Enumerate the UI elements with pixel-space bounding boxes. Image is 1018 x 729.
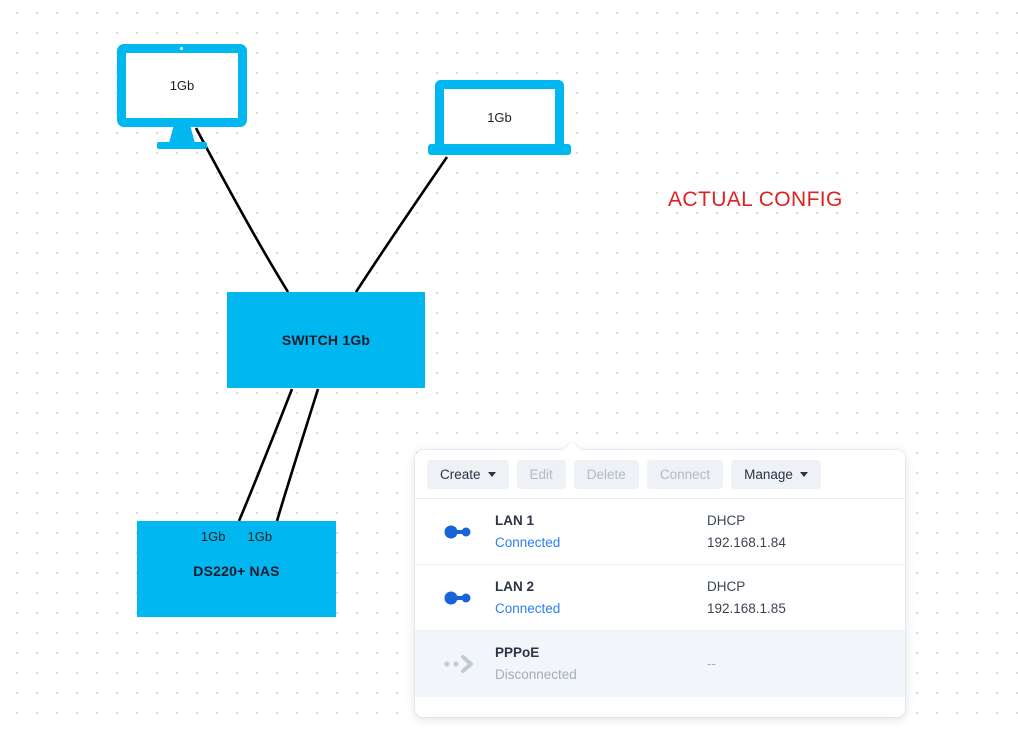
nas-port2-speed-label: 1Gb xyxy=(247,529,273,544)
panel-toolbar: Create Edit Delete Connect Manage xyxy=(415,450,905,499)
table-row[interactable]: LAN 1 Connected DHCP 192.168.1.84 xyxy=(415,499,905,566)
link-switch-to-nas-port2 xyxy=(275,388,320,522)
laptop-speed-label: 1Gb xyxy=(487,110,512,125)
chevron-down-icon xyxy=(487,472,496,477)
interface-name: LAN 1 xyxy=(495,513,535,528)
link-switch-to-nas-port1 xyxy=(237,388,294,522)
nas-port1-speed-label: 1Gb xyxy=(200,529,226,544)
laptop-base xyxy=(428,144,571,155)
table-row[interactable]: PPPoE Disconnected -- xyxy=(415,631,905,697)
interface-name: LAN 2 xyxy=(495,579,535,595)
node-nas[interactable]: 1Gb 1Gb DS220+ NAS xyxy=(137,521,336,617)
link-desktop-to-switch xyxy=(194,127,290,293)
nas-label: DS220+ NAS xyxy=(193,563,280,579)
delete-button[interactable]: Delete xyxy=(573,460,639,489)
interface-address-info: -- xyxy=(707,653,887,675)
interface-status: Disconnected xyxy=(495,666,577,682)
node-switch[interactable]: SWITCH 1Gb xyxy=(227,292,425,388)
interface-status[interactable]: Connected xyxy=(495,534,561,550)
panel-caret-pointer xyxy=(563,441,581,450)
monitor-stand-base xyxy=(157,142,207,149)
annotation-actual-config: ACTUAL CONFIG xyxy=(668,188,843,211)
link-disconnected-icon xyxy=(433,654,495,673)
interface-info: PPPoE Disconnected xyxy=(495,642,707,685)
interface-info: LAN 1 Connected xyxy=(495,510,707,553)
table-row[interactable]: LAN 2 Connected DHCP 192.168.1.85 xyxy=(415,565,905,632)
interface-mode: DHCP xyxy=(707,513,746,528)
connect-button[interactable]: Connect xyxy=(646,460,724,489)
interface-address-info: DHCP 192.168.1.85 xyxy=(707,576,887,619)
manage-button[interactable]: Manage xyxy=(731,460,821,489)
edit-button-label: Edit xyxy=(529,467,553,482)
interface-mode: DHCP xyxy=(707,579,746,595)
node-laptop[interactable]: 1Gb xyxy=(428,80,571,156)
interface-ip: -- xyxy=(707,656,716,672)
interface-ip: 192.168.1.84 xyxy=(707,534,786,550)
create-button[interactable]: Create xyxy=(427,460,509,489)
monitor-stand-neck xyxy=(169,126,195,143)
link-connected-icon xyxy=(433,590,495,606)
switch-label: SWITCH 1Gb xyxy=(281,332,371,348)
link-connected-icon xyxy=(433,524,495,540)
chevron-down-icon xyxy=(799,472,808,477)
delete-button-label: Delete xyxy=(586,467,626,482)
monitor-screen: 1Gb xyxy=(117,44,247,127)
panel-footer-spacer xyxy=(415,697,905,717)
monitor-speed-label: 1Gb xyxy=(169,78,195,93)
link-laptop-to-switch xyxy=(354,156,449,293)
network-interfaces-panel: Create Edit Delete Connect Manage xyxy=(415,450,905,717)
nas-port-labels: 1Gb 1Gb xyxy=(137,529,336,544)
interface-address-info: DHCP 192.168.1.84 xyxy=(707,510,887,553)
create-button-label: Create xyxy=(440,467,481,482)
interface-info: LAN 2 Connected xyxy=(495,576,707,619)
interface-status[interactable]: Connected xyxy=(495,600,561,616)
interface-ip: 192.168.1.85 xyxy=(707,600,786,616)
manage-button-label: Manage xyxy=(744,467,793,482)
node-desktop-monitor[interactable]: 1Gb xyxy=(117,44,247,149)
monitor-camera-icon xyxy=(180,47,183,50)
laptop-screen: 1Gb xyxy=(435,80,564,146)
interface-name: PPPoE xyxy=(495,645,540,661)
interface-list: LAN 1 Connected DHCP 192.168.1.84 xyxy=(415,499,905,697)
connect-button-label: Connect xyxy=(659,467,711,482)
edit-button[interactable]: Edit xyxy=(516,460,566,489)
